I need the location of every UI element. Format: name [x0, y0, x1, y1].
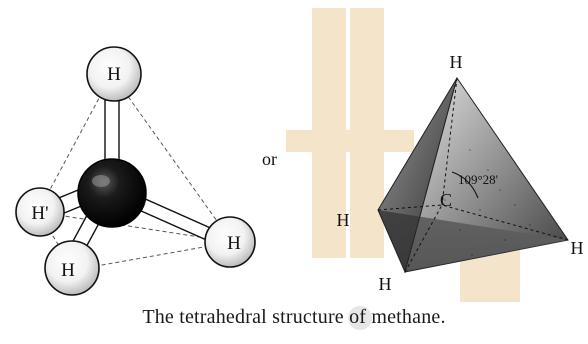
atom-h-left: H': [15, 187, 65, 237]
tetrahedron-solid-model: H H H H C 109°28': [337, 52, 584, 294]
stipple-texture: [444, 149, 531, 256]
atom-label: H': [31, 203, 48, 224]
figure-caption: The tetrahedral structure of methane.: [142, 306, 446, 328]
atom-label: H: [227, 233, 241, 254]
tetra-face-bottom: [378, 210, 568, 272]
bond-angle-label: 109°28': [458, 172, 498, 187]
atom-carbon-center: [77, 158, 147, 228]
atom-h-top: H: [86, 46, 142, 102]
atom-label: H: [61, 260, 75, 281]
tetra-label-left: H: [337, 210, 350, 230]
connector-text: or: [262, 149, 277, 169]
tetra-label-center: C: [440, 190, 452, 210]
tetra-label-top: H: [450, 52, 463, 72]
atom-label: H: [107, 64, 121, 85]
atom-h-lower-left: H: [44, 240, 100, 296]
bond-angle-arc: [451, 171, 479, 199]
tetra-inner-lines: [377, 77, 569, 273]
ball-and-stick-model: H H' H H: [15, 46, 256, 296]
watermark: [286, 8, 520, 330]
tetra-label-bottom: H: [379, 274, 392, 294]
atom-h-right: H: [204, 216, 256, 268]
tetra-label-right: H: [571, 238, 584, 258]
